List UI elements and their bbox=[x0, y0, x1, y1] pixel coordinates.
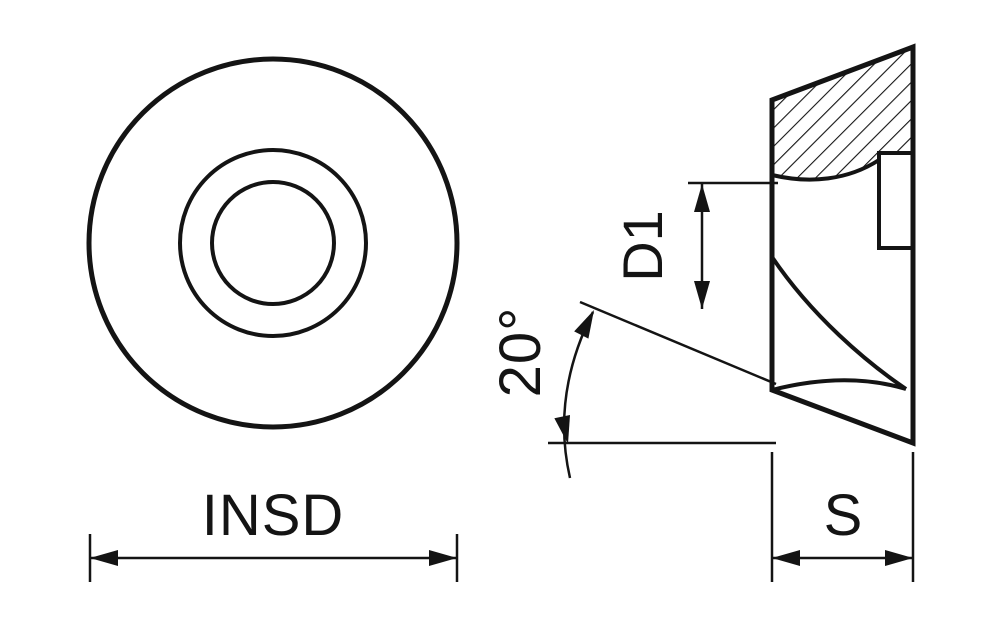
side-view bbox=[769, 43, 916, 447]
mounting-hole bbox=[210, 180, 336, 306]
arrowhead-down-icon bbox=[694, 281, 710, 309]
angle-reference-line-slanted bbox=[579, 300, 777, 386]
insert-body-profile bbox=[769, 43, 916, 447]
insd-dimension-label: INSD bbox=[202, 483, 345, 548]
top-view bbox=[86, 56, 460, 430]
insert-outer-circle bbox=[86, 56, 460, 430]
arrowhead-right-icon bbox=[885, 550, 913, 566]
cutting-edge-curve-upper bbox=[770, 255, 908, 391]
cutting-edge-curve-lower bbox=[771, 378, 907, 392]
s-dimension: S bbox=[770, 452, 915, 582]
arrowhead-right-icon bbox=[429, 550, 457, 566]
arrowhead-left-icon bbox=[90, 550, 118, 566]
clearance-angle-annotation: 20° bbox=[488, 300, 777, 479]
angle-arrowhead-lower-icon bbox=[554, 414, 571, 444]
angle-label: 20° bbox=[488, 307, 553, 398]
section-hatching bbox=[772, 50, 911, 180]
insert-seat-circle bbox=[178, 148, 368, 338]
d1-dimension: D1 bbox=[611, 181, 778, 309]
arrowhead-up-icon bbox=[694, 184, 710, 212]
d1-dimension-label: D1 bbox=[611, 210, 674, 282]
insd-dimension: INSD bbox=[88, 483, 459, 582]
angle-arrowhead-upper-icon bbox=[574, 310, 594, 339]
screw-hole-bore bbox=[877, 151, 913, 250]
countersink-curve bbox=[771, 158, 881, 182]
arrowhead-left-icon bbox=[772, 550, 800, 566]
s-dimension-label: S bbox=[824, 483, 863, 548]
